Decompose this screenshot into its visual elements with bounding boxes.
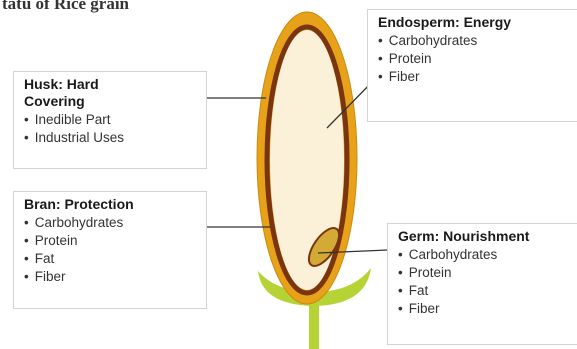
- endosperm-list: Carbohydrates Protein Fiber: [378, 32, 571, 86]
- endosperm-heading: Endosperm: Energy: [378, 14, 571, 31]
- bran-list-item: Fat: [24, 250, 200, 268]
- husk-list: Inedible Part Industrial Uses: [24, 111, 200, 147]
- endosperm-label-box: Endosperm: Energy Carbohydrates Protein …: [367, 9, 577, 122]
- germ-list-item: Fiber: [398, 300, 571, 318]
- husk-heading-line1: Husk: Hard: [24, 76, 99, 92]
- germ-list-item: Carbohydrates: [398, 246, 571, 264]
- husk-label-box: Husk: Hard Covering Inedible Part Indust…: [13, 71, 207, 169]
- germ-list-item: Protein: [398, 264, 571, 282]
- bran-list: Carbohydrates Protein Fat Fiber: [24, 214, 200, 286]
- bran-heading: Bran: Protection: [24, 196, 200, 213]
- bran-list-item: Fiber: [24, 268, 200, 286]
- bran-list-item: Carbohydrates: [24, 214, 200, 232]
- husk-list-item: Inedible Part: [24, 111, 200, 129]
- endosperm-list-item: Carbohydrates: [378, 32, 571, 50]
- germ-heading: Germ: Nourishment: [398, 228, 571, 245]
- bran-list-item: Protein: [24, 232, 200, 250]
- germ-list: Carbohydrates Protein Fat Fiber: [398, 246, 571, 318]
- germ-label-box: Germ: Nourishment Carbohydrates Protein …: [387, 223, 577, 345]
- endosperm-list-item: Fiber: [378, 68, 571, 86]
- endosperm-list-item: Protein: [378, 50, 571, 68]
- husk-list-item: Industrial Uses: [24, 129, 200, 147]
- germ-list-item: Fat: [398, 282, 571, 300]
- bran-label-box: Bran: Protection Carbohydrates Protein F…: [13, 191, 207, 309]
- husk-heading: Husk: Hard Covering: [24, 76, 200, 110]
- husk-heading-line2: Covering: [24, 93, 85, 109]
